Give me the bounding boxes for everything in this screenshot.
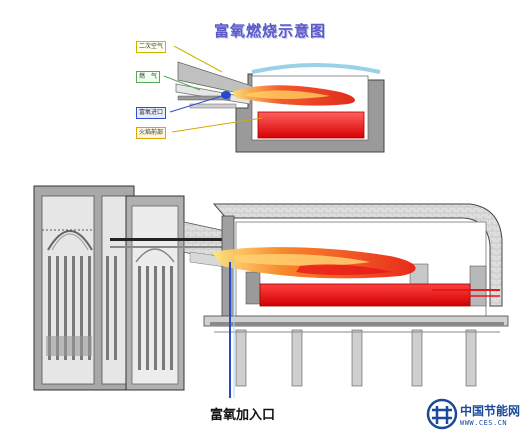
- ces-logo: 中国节能网 WWW.CES.CN: [424, 398, 528, 432]
- top-flame: [232, 85, 355, 106]
- ces-logo-icon: [426, 398, 458, 430]
- callout-oxygen-inlet: 富氧进口: [136, 107, 167, 119]
- callout-gas: 燃 气: [136, 71, 161, 83]
- regenerator-structure: [33, 185, 135, 391]
- regenerator-chamber: [125, 195, 185, 391]
- callout-secondary-air: 二次空气: [136, 41, 167, 53]
- callout-leaders: [163, 45, 263, 133]
- logo-name: 中国节能网: [460, 404, 521, 418]
- callout-flame-front: 火焰前部: [136, 127, 167, 139]
- logo-url: WWW.CES.CN: [460, 419, 508, 427]
- top-oxygen-inlet: [221, 91, 231, 99]
- top-burner-port: [175, 61, 253, 109]
- oxygen-injection-pipe: [229, 262, 235, 398]
- furnace-flame: [212, 247, 416, 279]
- diagram-title: 富氧燃烧示意图: [213, 22, 326, 40]
- oxygen-inlet-label: 富氧加入口: [210, 408, 276, 423]
- furnace-supports: [214, 329, 500, 387]
